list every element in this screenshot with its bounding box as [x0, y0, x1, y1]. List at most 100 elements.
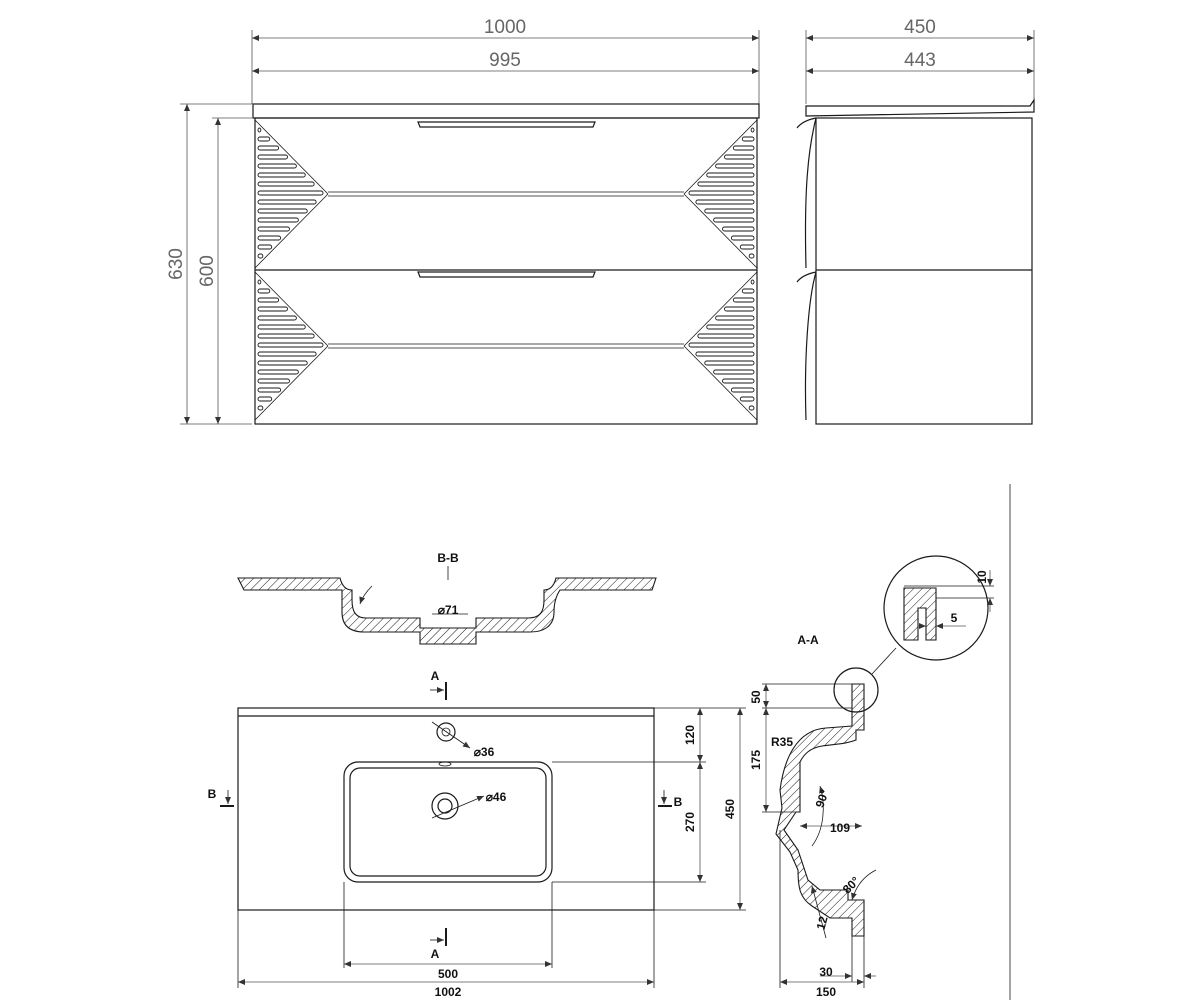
svg-text:B: B: [208, 787, 217, 801]
total-width-label: 1002: [435, 985, 462, 999]
side-depth-body-label: 443: [904, 50, 936, 71]
front-height-overall-label: 630: [166, 248, 187, 280]
section-span-109-label: 109: [830, 821, 850, 835]
drawer-slot: [257, 208, 308, 214]
front-height-body-label: 600: [197, 255, 218, 287]
section-bb-title: B-B: [437, 551, 459, 565]
drawer-slot: [697, 181, 755, 187]
drawer-slot: [724, 154, 755, 160]
section-marker-b-left: B: [208, 787, 234, 807]
drain-hole: [431, 792, 459, 820]
drawer-slot: [257, 378, 290, 384]
basin-plan-outline: [237, 707, 655, 911]
tap-hole: [436, 722, 456, 742]
detail-callout-large: [883, 555, 989, 661]
offset-tap-label: 120: [683, 725, 697, 745]
tap-hole-label: ⌀36: [474, 745, 495, 759]
side-depth-dims: 450 443: [805, 17, 1035, 104]
drawer-slot: [257, 288, 271, 294]
section-radius-label: R35: [771, 735, 793, 749]
drawer-slot: [257, 360, 308, 366]
drawer-slot: [730, 235, 755, 241]
drawer-slot: [257, 396, 273, 402]
basin-bowl-outer: [343, 761, 553, 883]
side-countertop: [805, 98, 1035, 117]
drawer-slot: [739, 244, 755, 250]
drawer-slot: [713, 217, 755, 223]
drawer-slot: [257, 351, 317, 357]
drawer-decor-top: [254, 119, 758, 269]
drawer-slot: [695, 351, 755, 357]
drawer-slot: [715, 315, 755, 321]
drawer-slot: [257, 226, 290, 232]
detail-5-label: 5: [951, 611, 958, 625]
drawer-slot: [688, 190, 755, 196]
drawer-slot: [257, 297, 280, 303]
section-marker-b-right: B: [658, 790, 683, 809]
detail-profile: [903, 587, 937, 641]
drawer-slot: [713, 369, 755, 375]
drawer-slot: [257, 387, 282, 393]
section-bb-drain-label: ⌀71: [438, 603, 459, 617]
drawer-slot: [257, 253, 264, 259]
section-angle-90-label: 90°: [813, 788, 832, 810]
svg-text:A: A: [431, 669, 440, 683]
detail-callout-small: [833, 667, 879, 713]
drawer-slot: [257, 127, 262, 133]
side-depth-overall-label: 450: [904, 17, 936, 38]
drawer-slot: [257, 217, 299, 223]
front-width-dims: 1000 995: [251, 17, 760, 104]
section-bottom-150-label: 150: [816, 985, 836, 999]
drawer-slot: [741, 288, 755, 294]
drawer-slot: [257, 163, 297, 169]
drawer-slot: [257, 279, 262, 285]
svg-text:B: B: [674, 795, 683, 809]
drawer-slot: [706, 324, 755, 330]
side-drawer-front-bottom: [796, 271, 817, 421]
drawer-slot: [257, 369, 299, 375]
drawer-slot: [704, 360, 755, 366]
drawer-slot: [741, 136, 755, 142]
drawer-handle-top: [417, 121, 596, 128]
drawer-slot: [257, 342, 324, 348]
drawer-slot: [748, 405, 755, 411]
drawer-slots: [257, 127, 755, 411]
drawer-slot: [257, 244, 273, 250]
drawer-slot: [257, 235, 282, 241]
drawer-slot: [722, 378, 755, 384]
front-view: 1000 995 630 600: [166, 17, 760, 425]
drawer-slot: [695, 199, 755, 205]
drawer-slot: [257, 324, 306, 330]
drawer-slot: [724, 306, 755, 312]
front-width-overall-label: 1000: [484, 17, 526, 38]
section-rim-drop-label: 175: [749, 750, 763, 770]
drawer-slot: [722, 226, 755, 232]
drawer-slot: [715, 163, 755, 169]
drawer-slot: [697, 333, 755, 339]
section-aa: A-A 50 175 R35 90° 109 80° 12 30 150: [749, 484, 1011, 1000]
front-height-dims: 630 600: [166, 103, 252, 425]
side-drawer-front-top: [796, 117, 817, 269]
total-depth-label: 450: [723, 799, 737, 819]
drawer-slot: [750, 127, 755, 133]
drawer-slot: [688, 342, 755, 348]
drawer-slot: [732, 297, 755, 303]
section-aa-profile: [775, 683, 865, 937]
drawer-slot: [257, 333, 315, 339]
front-cabinet-body: [254, 117, 758, 425]
drawer-decor-bottom: [254, 271, 758, 421]
drawer-slot: [704, 208, 755, 214]
drawer-slot: [257, 315, 297, 321]
svg-text:A: A: [431, 947, 440, 961]
bowl-length-label: 270: [683, 812, 697, 832]
section-bb-profile: [237, 577, 657, 645]
drawer-slot: [750, 279, 755, 285]
basin-bowl-inner: [349, 767, 547, 877]
drawer-slot: [257, 136, 271, 142]
drawer-slot: [748, 253, 755, 259]
section-bb: B-B ⌀71: [237, 551, 657, 645]
drawer-slot: [257, 199, 317, 205]
drawer-slot: [739, 396, 755, 402]
basin-plan-view: A A B B ⌀36: [208, 669, 746, 999]
